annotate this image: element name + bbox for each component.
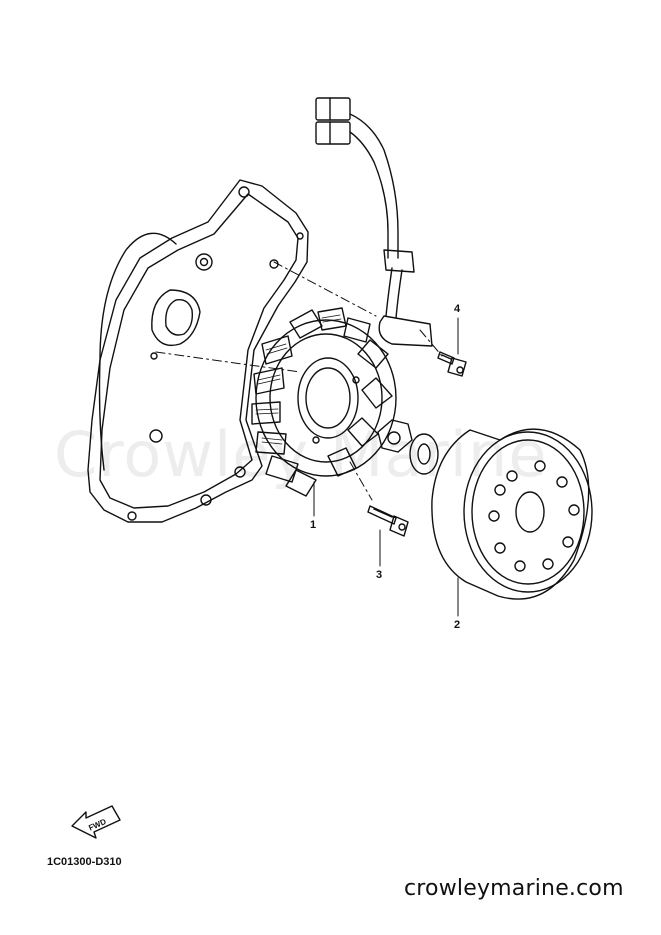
- callout-3: 3: [376, 569, 382, 581]
- callout-4: 4: [454, 303, 461, 315]
- bolt-4: [437, 351, 467, 377]
- fwd-arrow-icon: [71, 805, 121, 839]
- stator: [251, 307, 397, 497]
- crankcase-cover: [87, 179, 309, 523]
- site-footer-link[interactable]: crowleymarine.com: [404, 876, 624, 901]
- drawing-code: 1C01300-D310: [47, 856, 122, 868]
- rotor-flywheel: [431, 428, 593, 600]
- nut-and-washer: [377, 419, 439, 475]
- callout-2: 2: [454, 619, 460, 631]
- alignment-lines: [155, 261, 443, 501]
- wire-harness: [315, 97, 433, 347]
- callout-1: 1: [310, 519, 316, 531]
- leader-lines: [313, 317, 459, 617]
- bolt-3: [367, 505, 409, 537]
